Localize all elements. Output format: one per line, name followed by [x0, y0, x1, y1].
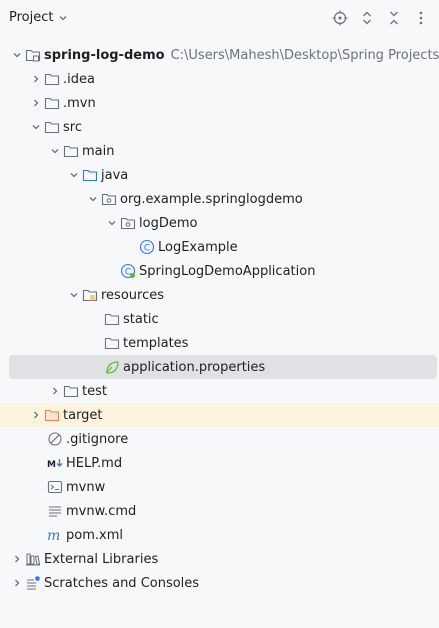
- package-icon: [101, 191, 117, 207]
- tree-item-application-class[interactable]: C SpringLogDemoApplication: [0, 259, 439, 283]
- tree-item-pom-xml[interactable]: m pom.xml: [0, 523, 439, 547]
- header-toolbar: [331, 9, 430, 27]
- project-tool-window-header: Project: [0, 0, 439, 36]
- expand-all-icon[interactable]: [358, 9, 376, 27]
- tree-item-label: logDemo: [139, 215, 198, 231]
- tree-item-static[interactable]: static: [0, 307, 439, 331]
- tree-item-help-md[interactable]: M HELP.md: [0, 451, 439, 475]
- tree-item-main[interactable]: main: [0, 139, 439, 163]
- spring-properties-icon: [104, 359, 120, 375]
- folder-icon: [44, 95, 60, 111]
- source-folder-icon: [82, 167, 98, 183]
- svg-text:M: M: [47, 460, 56, 470]
- chevron-down-icon[interactable]: [66, 167, 82, 183]
- excluded-folder-icon: [44, 407, 60, 423]
- tree-item-application-properties[interactable]: application.properties: [9, 355, 437, 379]
- root-path: C:\Users\Mahesh\Desktop\Spring Projects\…: [170, 47, 439, 63]
- tree-item-resources[interactable]: resources: [0, 283, 439, 307]
- chevron-right-icon[interactable]: [28, 71, 44, 87]
- tree-item-test[interactable]: test: [0, 379, 439, 403]
- tree-item-idea[interactable]: .idea: [0, 67, 439, 91]
- tree-item-label: External Libraries: [44, 551, 159, 567]
- folder-icon: [104, 335, 120, 351]
- tree-item-label: Scratches and Consoles: [44, 575, 200, 591]
- markdown-icon: M: [47, 455, 63, 471]
- chevron-down-icon[interactable]: [9, 47, 25, 63]
- resources-folder-icon: [82, 287, 98, 303]
- tree-item-label: .mvn: [63, 95, 96, 111]
- chevron-right-icon[interactable]: [9, 575, 25, 591]
- tree-item-label: target: [63, 407, 103, 423]
- tree-item-label: spring-log-demo: [44, 47, 165, 63]
- chevron-right-icon[interactable]: [47, 383, 63, 399]
- text-file-icon: [47, 503, 63, 519]
- project-view-selector[interactable]: Project: [9, 10, 68, 25]
- tree-item-label: src: [63, 119, 82, 135]
- tree-item-label: mvnw: [66, 479, 106, 495]
- tree-item-label: templates: [123, 335, 189, 351]
- tree-item-src[interactable]: src: [0, 115, 439, 139]
- shell-script-icon: [47, 479, 63, 495]
- tree-item-label: LogExample: [158, 239, 238, 255]
- chevron-right-icon[interactable]: [28, 407, 44, 423]
- chevron-down-icon[interactable]: [28, 119, 44, 135]
- folder-icon: [44, 71, 60, 87]
- tree-item-label: test: [82, 383, 107, 399]
- tree-item-root[interactable]: spring-log-demo C:\Users\Mahesh\Desktop\…: [0, 43, 439, 67]
- tree-item-target[interactable]: target: [0, 403, 439, 427]
- chevron-down-icon[interactable]: [66, 287, 82, 303]
- tree-item-mvnw[interactable]: mvnw: [0, 475, 439, 499]
- tree-item-label: pom.xml: [66, 527, 123, 543]
- tree-item-label: static: [123, 311, 159, 327]
- chevron-down-icon[interactable]: [85, 191, 101, 207]
- tree-item-label: mvnw.cmd: [66, 503, 137, 519]
- chevron-down-icon[interactable]: [104, 215, 120, 231]
- tree-item-label: main: [82, 143, 115, 159]
- tree-item-logexample[interactable]: C LogExample: [0, 235, 439, 259]
- more-options-icon[interactable]: [412, 9, 430, 27]
- folder-icon: [104, 311, 120, 327]
- tree-item-label: .gitignore: [66, 431, 129, 447]
- folder-icon: [63, 383, 79, 399]
- tree-item-external-libraries[interactable]: External Libraries: [0, 547, 439, 571]
- maven-icon: m: [47, 527, 63, 543]
- chevron-right-icon[interactable]: [9, 551, 25, 567]
- locate-icon[interactable]: [331, 9, 349, 27]
- chevron-down-icon[interactable]: [47, 143, 63, 159]
- tree-item-scratches[interactable]: Scratches and Consoles: [0, 571, 439, 595]
- scratches-icon: [25, 575, 41, 591]
- tree-item-label: java: [101, 167, 129, 183]
- folder-icon: [63, 143, 79, 159]
- tree-item-label: resources: [101, 287, 165, 303]
- collapse-all-icon[interactable]: [385, 9, 403, 27]
- tree-item-label: SpringLogDemoApplication: [139, 263, 316, 279]
- tree-item-gitignore[interactable]: .gitignore: [0, 427, 439, 451]
- project-tree: spring-log-demo C:\Users\Mahesh\Desktop\…: [0, 43, 439, 595]
- package-icon: [120, 215, 136, 231]
- tree-item-package[interactable]: org.example.springlogdemo: [0, 187, 439, 211]
- header-title: Project: [9, 10, 54, 25]
- tree-item-mvnw-cmd[interactable]: mvnw.cmd: [0, 499, 439, 523]
- tree-item-label: org.example.springlogdemo: [120, 191, 303, 207]
- folder-icon: [44, 119, 60, 135]
- ignore-file-icon: [47, 431, 63, 447]
- tree-item-label: application.properties: [123, 359, 266, 375]
- tree-item-java[interactable]: java: [0, 163, 439, 187]
- chevron-right-icon[interactable]: [28, 95, 44, 111]
- chevron-down-icon: [60, 15, 67, 20]
- tree-item-mvn[interactable]: .mvn: [0, 91, 439, 115]
- tree-item-templates[interactable]: templates: [0, 331, 439, 355]
- tree-item-logdemo[interactable]: logDemo: [0, 211, 439, 235]
- svg-text:C: C: [125, 268, 131, 278]
- tree-item-label: HELP.md: [66, 455, 123, 471]
- spring-boot-class-icon: C: [120, 263, 136, 279]
- svg-text:m: m: [47, 528, 60, 543]
- tree-item-label: .idea: [63, 71, 95, 87]
- svg-text:C: C: [144, 244, 150, 254]
- library-icon: [25, 551, 41, 567]
- module-folder-icon: [25, 47, 41, 63]
- class-icon: C: [139, 239, 155, 255]
